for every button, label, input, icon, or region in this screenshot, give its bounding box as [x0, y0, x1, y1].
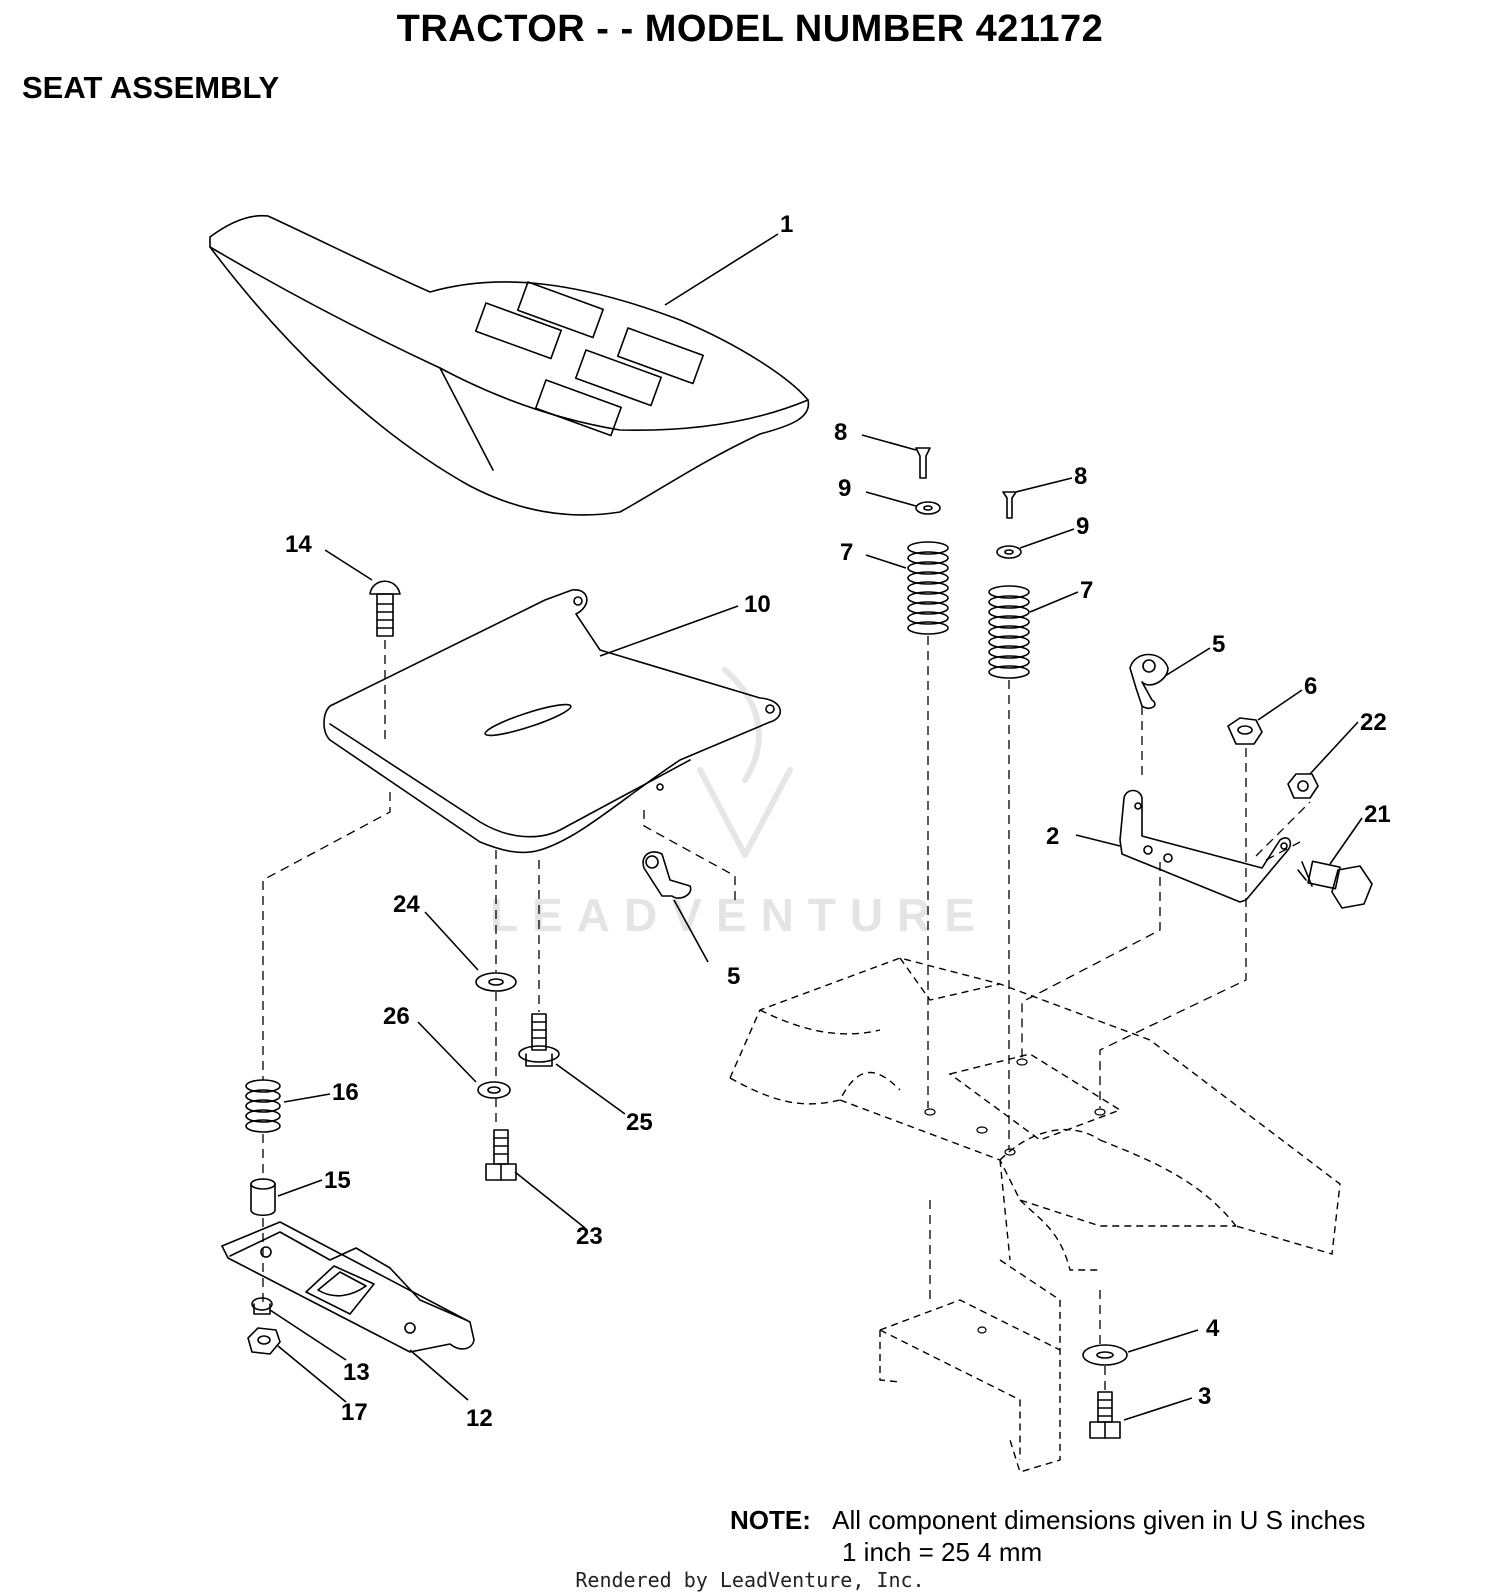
flange-bolt [518, 1013, 560, 1067]
spring-clip [642, 653, 1169, 899]
callout-9: 9 [1076, 513, 1089, 540]
note-line-2: 1 inch = 25 4 mm [842, 1537, 1043, 1567]
callout-8: 8 [1074, 463, 1087, 490]
note-line-1: All component dimensions given in U S in… [832, 1505, 1366, 1535]
pivot-plate [221, 1221, 475, 1353]
callout-3: 3 [1198, 1383, 1211, 1410]
leader-lines [269, 233, 1363, 1421]
callout-13: 13 [343, 1359, 370, 1386]
note-label: NOTE: [730, 1505, 811, 1535]
shoulder-bolt [1297, 860, 1373, 909]
callout-22: 22 [1360, 709, 1387, 736]
callout-23: 23 [576, 1223, 603, 1250]
hex-bolt-bottom [1089, 1391, 1121, 1439]
hex-bolt [485, 1129, 517, 1181]
watermark-logo [697, 667, 793, 858]
compression-spring [907, 541, 1030, 679]
callout-4: 4 [1206, 1315, 1220, 1342]
carriage-bolt [369, 580, 401, 637]
callout-21: 21 [1364, 801, 1391, 828]
callout-17: 17 [341, 1399, 368, 1426]
callout-26: 26 [383, 1003, 410, 1030]
callout-9: 9 [838, 475, 851, 502]
callout-1: 1 [780, 211, 793, 238]
watermark-text: LEADVENTURE [490, 889, 990, 941]
note: NOTE: All component dimensions given in … [730, 1505, 1365, 1536]
spring-small [245, 1079, 281, 1133]
seat-bracket [1119, 789, 1292, 903]
callout-16: 16 [332, 1079, 359, 1106]
tractor-frame [729, 957, 1341, 1473]
callout-5: 5 [1212, 631, 1225, 658]
callout-8: 8 [834, 419, 847, 446]
lock-nut [247, 1297, 281, 1355]
callout-2: 2 [1046, 823, 1059, 850]
callout-6: 6 [1304, 673, 1317, 700]
washer [915, 501, 1022, 559]
callout-25: 25 [626, 1109, 653, 1136]
alignment-lines [262, 636, 1311, 1390]
lock-washer [477, 1081, 511, 1099]
washer-large [1082, 1344, 1128, 1366]
callout-5: 5 [727, 963, 740, 990]
callout-10: 10 [744, 591, 771, 618]
callout-15: 15 [324, 1167, 351, 1194]
callout-labels: 1 8 8 9 9 7 7 14 10 5 5 6 22 2 21 24 26 … [285, 211, 1391, 1432]
frame-holes [924, 1058, 1106, 1334]
hex-nut [1227, 717, 1319, 799]
spacer [250, 1178, 276, 1217]
callout-7: 7 [840, 539, 853, 566]
page-title: TRACTOR - - MODEL NUMBER 421172 [396, 8, 1104, 50]
callout-12: 12 [466, 1405, 493, 1432]
callout-24: 24 [393, 891, 420, 918]
cotter-pin [915, 447, 1017, 519]
callout-14: 14 [285, 531, 312, 558]
seat [209, 214, 810, 516]
callout-7: 7 [1080, 577, 1093, 604]
section-title: SEAT ASSEMBLY [22, 70, 280, 105]
seat-pan [323, 589, 781, 854]
flat-washer [475, 972, 517, 992]
footer-credit: Rendered by LeadVenture, Inc. [575, 1568, 925, 1592]
